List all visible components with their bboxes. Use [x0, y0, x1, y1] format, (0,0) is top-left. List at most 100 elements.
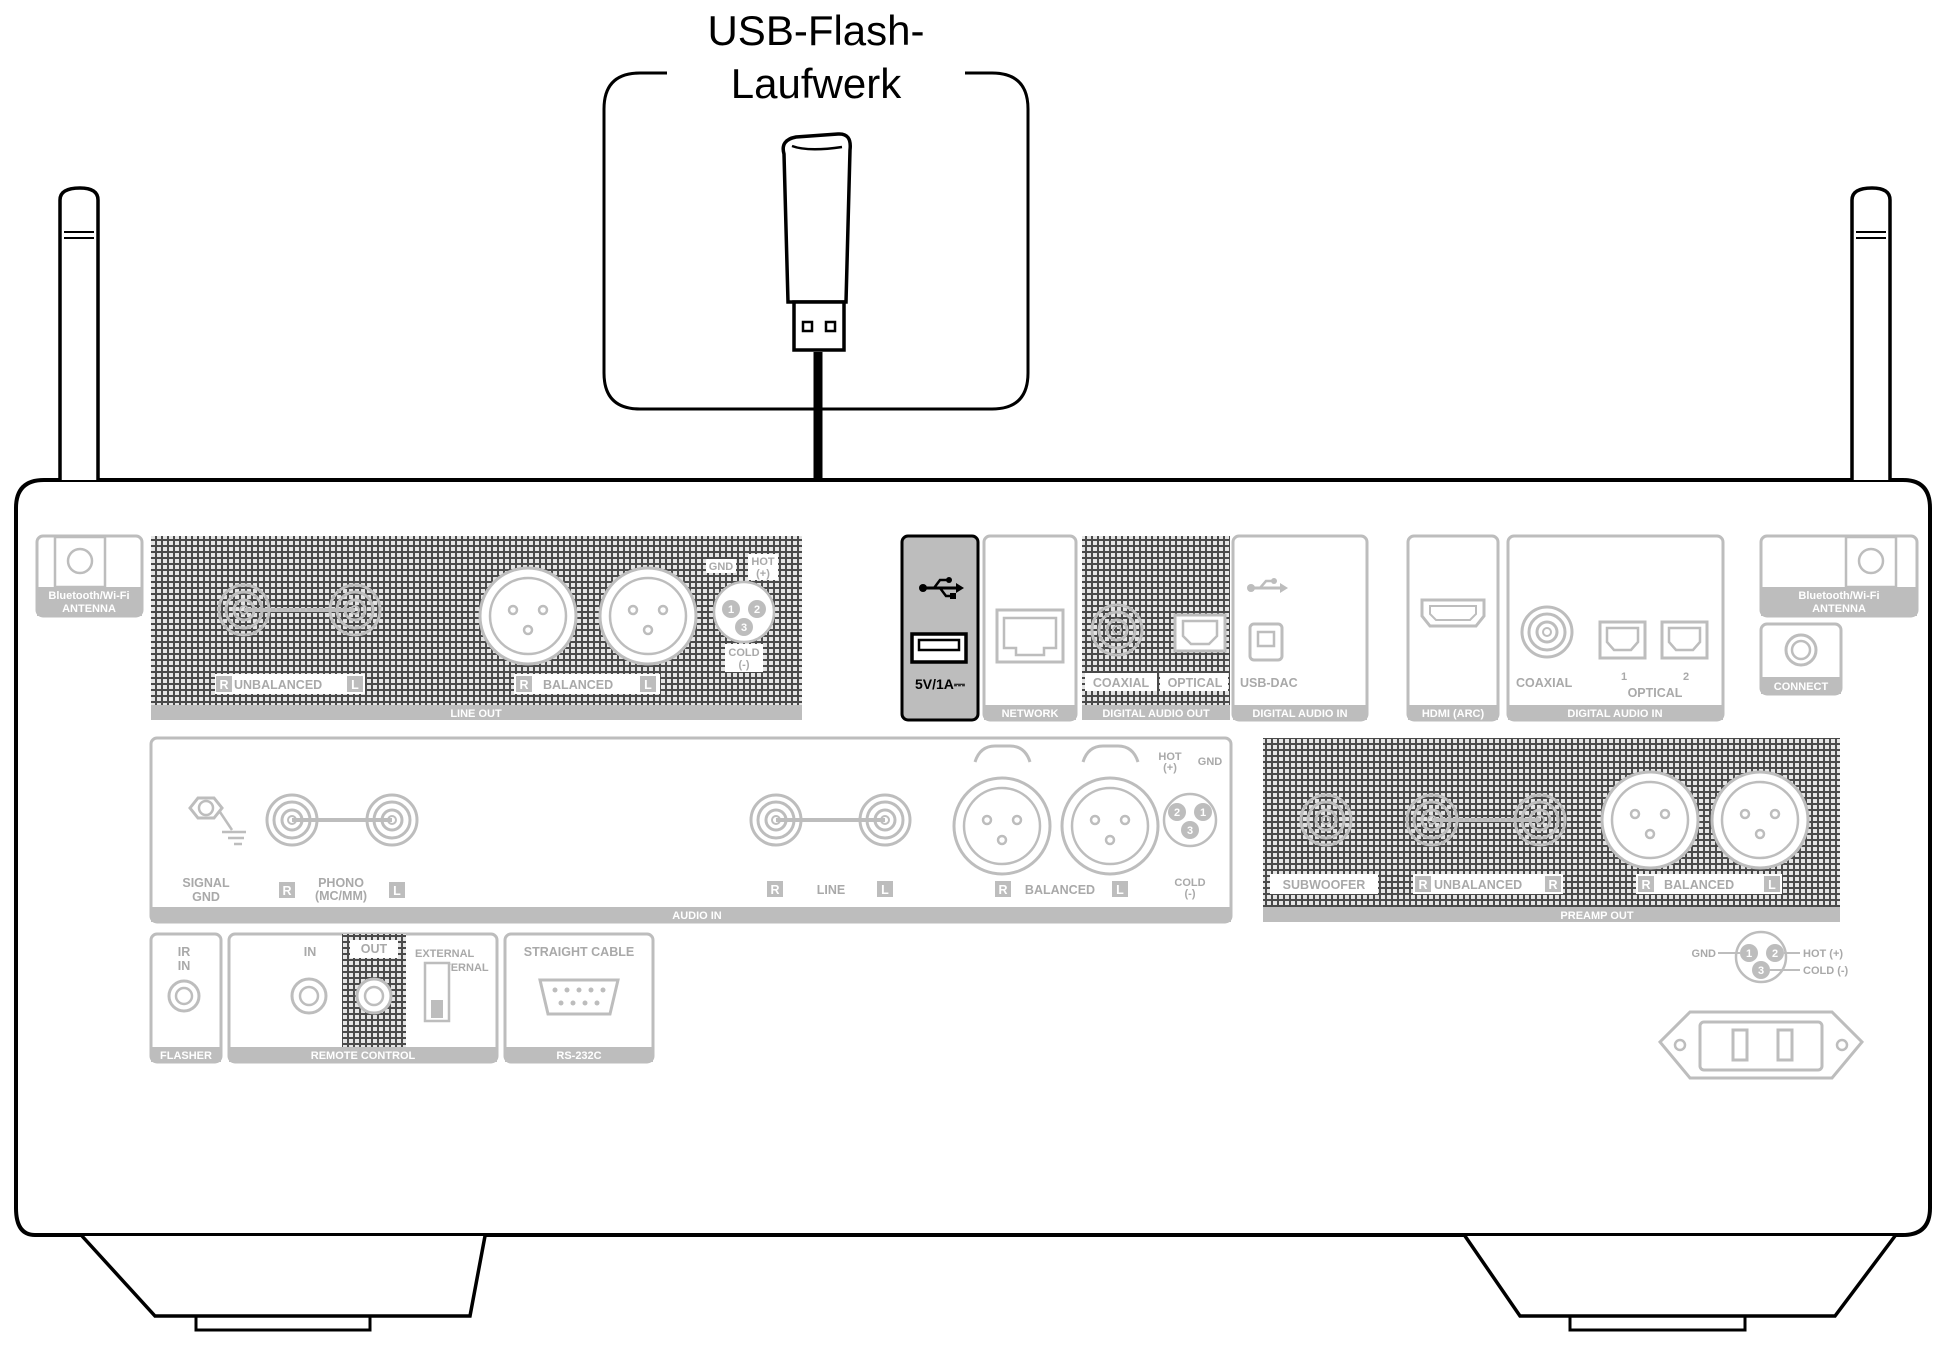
antenna-right — [1850, 186, 1892, 480]
dao-title: DIGITAL AUDIO OUT — [1102, 708, 1210, 720]
svg-text:L: L — [393, 884, 401, 898]
audio-in-title: AUDIO IN — [672, 910, 722, 922]
antenna-left-label1: Bluetooth/Wi-Fi — [48, 590, 129, 602]
antenna-right-label2: ANTENNA — [1812, 603, 1866, 615]
flasher-title: FLASHER — [160, 1050, 212, 1062]
svg-text:2: 2 — [754, 604, 760, 616]
svg-text:IN: IN — [178, 959, 191, 973]
svg-text:R: R — [1548, 878, 1557, 892]
line-out-balanced: BALANCED — [543, 678, 613, 692]
svg-text:2: 2 — [1772, 948, 1778, 960]
svg-text:1: 1 — [1200, 807, 1206, 819]
svg-text:L: L — [881, 883, 889, 897]
svg-text:R: R — [1418, 878, 1427, 892]
dai-title: DIGITAL AUDIO IN — [1567, 708, 1662, 720]
signal-gnd-label1: SIGNAL — [182, 876, 230, 890]
preamp-out-title: PREAMP OUT — [1560, 910, 1633, 922]
usb-dac-port: USB-DAC DIGITAL AUDIO IN — [1231, 534, 1369, 722]
hdmi-label: HDMI (ARC) — [1422, 708, 1485, 720]
dao-optical: OPTICAL — [1168, 676, 1223, 690]
svg-text:1: 1 — [728, 604, 734, 616]
svg-text:IN: IN — [304, 945, 317, 959]
antenna-left-label2: ANTENNA — [62, 603, 116, 615]
line-out-unbalanced: UNBALANCED — [234, 678, 322, 692]
svg-text:EXTERNAL: EXTERNAL — [415, 948, 475, 960]
svg-text:(-): (-) — [739, 659, 750, 671]
svg-text:3: 3 — [1758, 965, 1764, 977]
usb-icon — [919, 577, 964, 599]
svg-text:GND: GND — [1692, 948, 1717, 960]
dai-coaxial: COAXIAL — [1516, 676, 1573, 690]
svg-text:COLD: COLD — [1174, 877, 1205, 889]
network-label: NETWORK — [1002, 708, 1059, 720]
audio-in-section: AUDIO IN SIGNAL GND R PHONO (MC/MM) L R … — [149, 736, 1233, 924]
usb-dac-label: USB-DAC — [1240, 676, 1298, 690]
usb-port[interactable]: 5V/1A⎓ — [900, 534, 980, 722]
foot-right — [1463, 1234, 1897, 1318]
remote-control-title: REMOTE CONTROL — [311, 1050, 416, 1062]
svg-text:R: R — [282, 884, 291, 898]
svg-text:L: L — [1768, 878, 1776, 892]
svg-text:L: L — [351, 678, 359, 692]
usb-port-rating: 5V/1A⎓ — [915, 676, 966, 692]
svg-text:2: 2 — [1683, 671, 1689, 683]
svg-text:OUT: OUT — [361, 942, 388, 956]
digital-audio-in-section: COAXIAL 1 2 OPTICAL DIGITAL AUDIO IN — [1506, 534, 1725, 722]
svg-text:R: R — [770, 883, 779, 897]
flasher-section: IR IN FLASHER — [149, 932, 223, 1064]
subwoofer-label: SUBWOOFER — [1283, 878, 1366, 892]
svg-text:3: 3 — [1187, 825, 1193, 837]
svg-text:R: R — [219, 678, 228, 692]
hdmi-arc-port: HDMI (ARC) — [1406, 534, 1500, 722]
svg-text:L: L — [644, 678, 652, 692]
svg-text:GND: GND — [192, 890, 220, 904]
callout-title-line1: USB-Flash- — [707, 7, 924, 54]
svg-text:2: 2 — [1174, 807, 1180, 819]
preamp-out-section: PREAMP OUT SUBWOOFER R UNBALANCED R R BA… — [1263, 738, 1840, 922]
svg-text:3: 3 — [741, 622, 747, 634]
svg-text:(MC/MM): (MC/MM) — [315, 889, 367, 903]
dao-coaxial: COAXIAL — [1093, 676, 1150, 690]
usb-dac-icon — [1247, 578, 1288, 593]
antenna-right-label1: Bluetooth/Wi-Fi — [1798, 590, 1879, 602]
line-out-hot: HOT — [751, 556, 775, 568]
remote-control-section: OUT IN EXTERNAL INTERNAL REMOTE CONTROL — [227, 932, 499, 1064]
rs232c-section: STRAIGHT CABLE RS-232C — [503, 932, 655, 1064]
foot-left — [80, 1234, 487, 1318]
line-out-cold: COLD — [728, 647, 759, 659]
svg-text:1: 1 — [1621, 671, 1627, 683]
phono-label: PHONO — [318, 876, 364, 890]
svg-text:(+): (+) — [756, 568, 770, 580]
dai-optical: OPTICAL — [1628, 686, 1683, 700]
audio-in-balanced: BALANCED — [1025, 883, 1095, 897]
svg-text:GND: GND — [1198, 756, 1223, 768]
svg-text:(-): (-) — [1185, 888, 1196, 900]
rs232c-title: RS-232C — [556, 1050, 601, 1062]
preamp-balanced: BALANCED — [1664, 878, 1734, 892]
connect-button-label: CONNECT — [1774, 681, 1829, 693]
network-port: NETWORK — [982, 534, 1078, 722]
line-in-label: LINE — [817, 883, 845, 897]
svg-text:(+): (+) — [1163, 762, 1177, 774]
svg-text:R: R — [1641, 878, 1650, 892]
usb-dac-title: DIGITAL AUDIO IN — [1252, 708, 1347, 720]
line-out-section: LINE OUT 1 2 3 GND HOT (+) COLD (-) R UN… — [151, 536, 802, 720]
svg-text:IR: IR — [178, 945, 191, 959]
callout-title-line2: Laufwerk — [731, 60, 902, 107]
svg-text:COLD (-): COLD (-) — [1803, 965, 1849, 977]
svg-text:R: R — [519, 678, 528, 692]
svg-text:STRAIGHT CABLE: STRAIGHT CABLE — [524, 945, 634, 959]
svg-text:HOT: HOT — [1158, 751, 1182, 763]
line-out-gnd: GND — [709, 561, 734, 573]
svg-text:L: L — [1116, 883, 1124, 897]
svg-text:1: 1 — [1746, 948, 1752, 960]
usb-flash-drive-icon — [781, 132, 852, 352]
line-out-title: LINE OUT — [450, 708, 502, 720]
svg-text:HOT (+): HOT (+) — [1803, 948, 1843, 960]
ac-power-inlet — [1657, 1010, 1865, 1080]
digital-audio-out-section: COAXIAL OPTICAL DIGITAL AUDIO OUT — [1082, 536, 1230, 720]
xlr-pin-legend: 1 2 3 GND HOT (+) COLD (-) — [1692, 930, 1849, 984]
antenna-left — [58, 186, 100, 480]
